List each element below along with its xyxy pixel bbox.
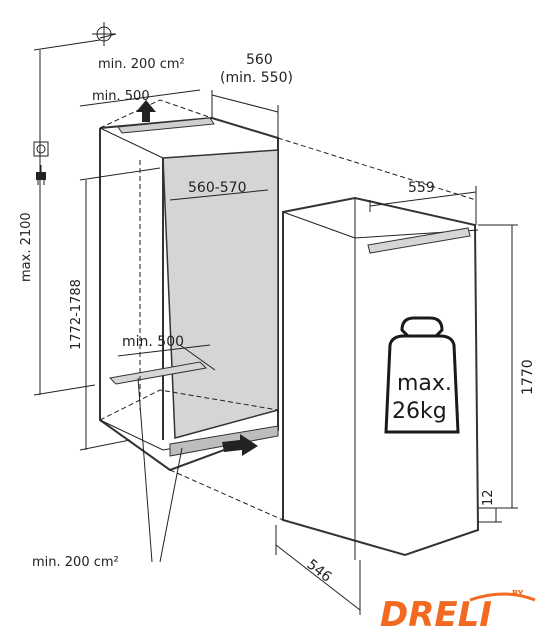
appliance-body xyxy=(282,196,480,560)
brand-logo: DRELI BY xyxy=(380,589,536,635)
swoosh-icon xyxy=(469,592,536,602)
ground-symbol-icon xyxy=(92,22,117,46)
weight-line2: 26kg xyxy=(392,399,447,424)
vent-top-label: min. 200 cm² xyxy=(98,57,185,72)
width-niche-label: 560 xyxy=(246,52,273,68)
weight-line1: max. xyxy=(397,371,452,396)
depth-top-label: min. 500 xyxy=(92,89,150,104)
brand-logo-by: BY xyxy=(512,589,524,598)
plug-icon xyxy=(36,165,46,185)
brand-logo-text: DRELI xyxy=(380,595,492,635)
weight-label: max. 26kg xyxy=(392,371,452,424)
niche-height-label: 1772-1788 xyxy=(69,279,84,350)
depth-bottom-label: min. 500 xyxy=(122,334,184,350)
inner-width-label: 560-570 xyxy=(188,180,247,196)
appliance-width-label: 559 xyxy=(408,180,435,196)
weight-icon xyxy=(384,316,460,434)
niche-outline xyxy=(99,99,279,472)
width-niche-min-label: (min. 550) xyxy=(220,70,293,86)
dimension-labels: min. 200 cm² min. 500 560 (min. 550) max… xyxy=(19,52,536,586)
vent-bottom-label: min. 200 cm² xyxy=(32,555,119,570)
plinth-label: 12 xyxy=(481,489,496,506)
appliance-depth-label: 546 xyxy=(304,557,335,586)
arrow-right-icon xyxy=(222,434,258,456)
appliance-height-label: 1770 xyxy=(520,359,536,395)
dimension-lines xyxy=(33,39,518,615)
max-height-label: max. 2100 xyxy=(19,212,34,282)
socket-icon xyxy=(33,141,49,157)
arrow-up-icon xyxy=(136,100,156,122)
